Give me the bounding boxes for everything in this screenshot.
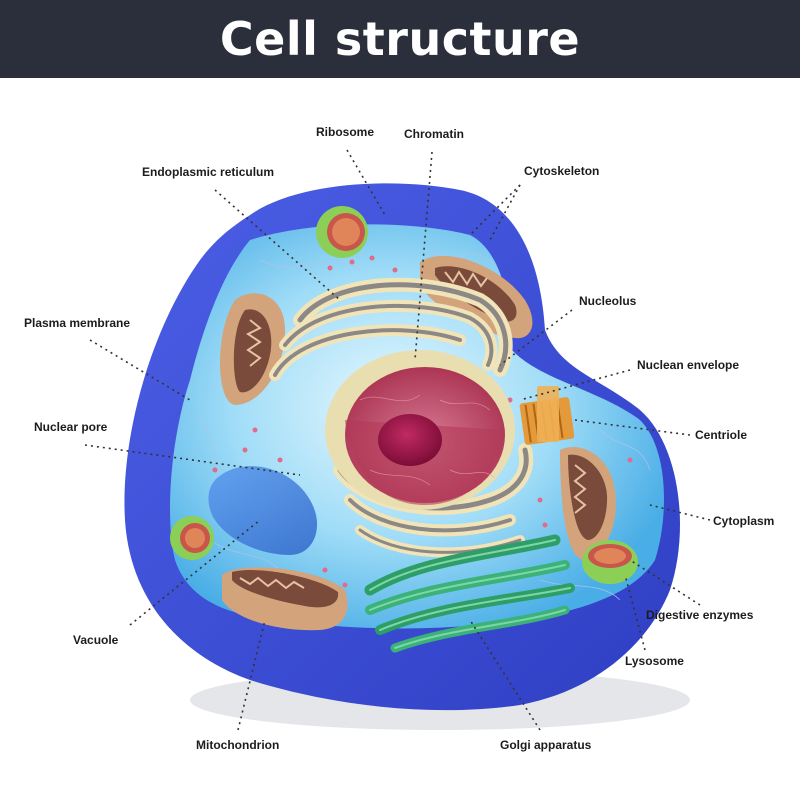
mitochondrion-right bbox=[560, 446, 616, 560]
nucleus bbox=[325, 350, 515, 510]
label-endoplasmic-reticulum: Endoplasmic reticulum bbox=[142, 165, 275, 179]
mitochondrion-left bbox=[220, 293, 285, 405]
label-plasma-membrane: Plasma membrane bbox=[24, 316, 131, 330]
label-chromatin: Chromatin bbox=[404, 127, 464, 141]
label-centriole: Centriole bbox=[695, 428, 748, 442]
label-nuclean-envelope: Nuclean envelope bbox=[637, 358, 740, 372]
label-golgi-apparatus: Golgi apparatus bbox=[500, 738, 592, 752]
page-title: Cell structure bbox=[219, 12, 581, 66]
leader-lines bbox=[84, 149, 711, 731]
label-cytoplasm: Cytoplasm bbox=[713, 514, 775, 528]
label-digestive-enzymes: Digestive enzymes bbox=[646, 608, 754, 622]
label-cytoskeleton: Cytoskeleton bbox=[524, 164, 600, 178]
golgi-apparatus-shape bbox=[364, 534, 575, 653]
label-ribosome: Ribosome bbox=[316, 125, 375, 139]
label-mitochondrion: Mitochondrion bbox=[196, 738, 280, 752]
lysosome-left bbox=[170, 516, 214, 560]
label-lysosome: Lysosome bbox=[625, 654, 684, 668]
label-nucleolus: Nucleolus bbox=[579, 294, 637, 308]
chromatin-strands bbox=[359, 394, 496, 486]
lysosome-right bbox=[582, 540, 638, 584]
header-bar: Cell structure bbox=[0, 0, 800, 78]
vacuole-shape bbox=[208, 466, 318, 555]
label-vacuole: Vacuole bbox=[73, 633, 119, 647]
mitochondrion-bottom bbox=[222, 567, 348, 631]
nucleolus-shape bbox=[378, 414, 442, 466]
lysosome-top bbox=[316, 206, 368, 258]
label-nuclear-pore: Nuclear pore bbox=[34, 420, 108, 434]
centriole-shape bbox=[519, 386, 575, 445]
